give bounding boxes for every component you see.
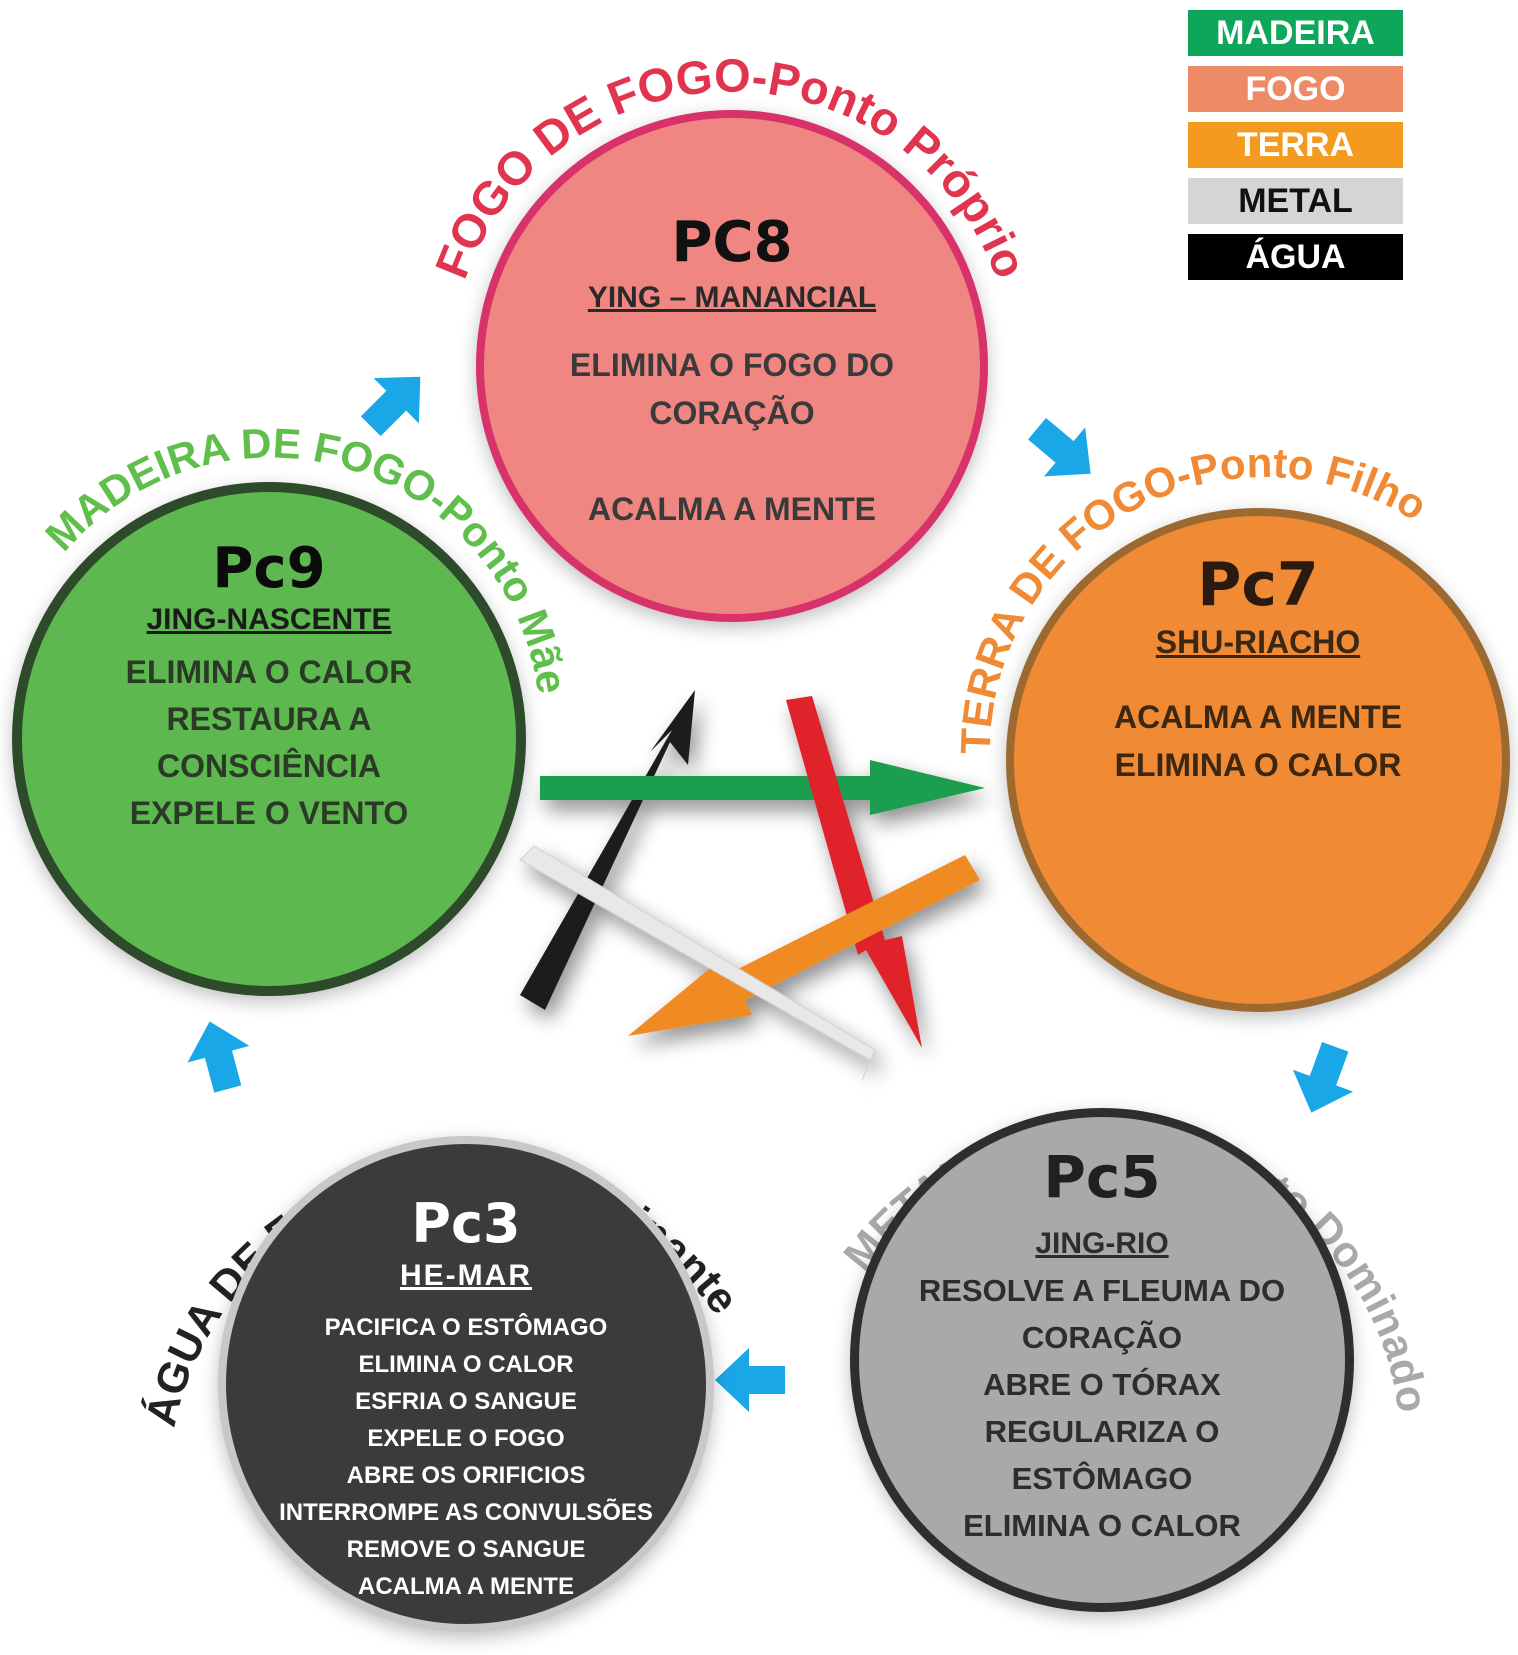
node-pc9: Pc9 JING-NASCENTE ELIMINA O CALOR RESTAU…: [12, 482, 526, 996]
star-arrow-red: [786, 696, 922, 1048]
node-line: ABRE OS ORIFICIOS: [346, 1462, 586, 1489]
node-line: ESFRIA O SANGUE: [355, 1388, 577, 1415]
node-line: ELIMINA O CALOR: [125, 654, 413, 690]
star-arrow-green: [540, 760, 985, 815]
node-line: ACALMA A MENTE: [1114, 699, 1402, 735]
legend-terra: TERRA: [1188, 122, 1403, 168]
node-code: Pc9: [212, 536, 326, 601]
five-element-star: [519, 690, 985, 1081]
node-line: ELIMINA O CALOR: [963, 1508, 1241, 1543]
node-line: EXPELE O VENTO: [129, 795, 409, 831]
star-arrow-white: [519, 845, 876, 1081]
cycle-arrow-pc5-to-pc3: [715, 1348, 785, 1412]
node-pc5: Pc5 JING-RIO RESOLVE A FLEUMA DO CORAÇÃO…: [850, 1108, 1354, 1612]
node-line: [484, 437, 980, 485]
node-line: ELIMINA O CALOR: [358, 1351, 574, 1378]
cycle-arrow-pc8-to-pc7: [1028, 417, 1091, 477]
node-subtitle: YING – MANANCIAL: [587, 281, 877, 314]
node-line: CORAÇÃO: [1021, 1320, 1183, 1355]
node-code: Pc7: [1197, 550, 1319, 620]
node-line: REMOVE O SANGUE: [346, 1536, 586, 1563]
node-subtitle: HE-MAR: [400, 1259, 532, 1292]
node-line: CORAÇÃO: [649, 395, 815, 431]
node-subtitle: JING-RIO: [1035, 1227, 1169, 1260]
node-pc3: Pc3 HE-MAR PACIFICA O ESTÔMAGO ELIMINA O…: [218, 1136, 714, 1632]
color-legend: MADEIRA FOGO TERRA METAL ÁGUA: [1188, 10, 1403, 290]
node-subtitle: JING-NASCENTE: [146, 603, 392, 636]
cycle-arrow-pc9-to-pc8: [360, 376, 421, 437]
node-line: ESTÔMAGO: [1011, 1461, 1193, 1496]
cycle-arrow-pc3-to-pc9: [187, 1021, 250, 1093]
node-line: PACIFICA O ESTÔMAGO: [324, 1314, 608, 1341]
star-arrow-black: [520, 690, 695, 1010]
legend-metal: METAL: [1188, 178, 1403, 224]
legend-agua: ÁGUA: [1188, 234, 1403, 280]
node-line: REGULARIZA O: [984, 1414, 1220, 1449]
node-line: CONSCIÊNCIA: [156, 748, 381, 784]
node-line: EXPELE O FOGO: [367, 1425, 565, 1452]
node-code: PC8: [671, 210, 793, 275]
star-arrow-orange: [628, 855, 980, 1036]
node-code: Pc3: [411, 1192, 521, 1255]
node-line: INTERROMPE AS CONVULSÕES: [279, 1499, 653, 1526]
node-pc8: PC8 YING – MANANCIAL ELIMINA O FOGO DO C…: [476, 110, 988, 622]
cycle-arrow-pc7-to-pc5: [1292, 1042, 1354, 1113]
node-line: ABRE O TÓRAX: [983, 1367, 1221, 1402]
node-pc7: Pc7 SHU-RIACHO ACALMA A MENTE ELIMINA O …: [1006, 508, 1510, 1012]
node-line: ELIMINA O FOGO DO: [569, 347, 895, 383]
node-line: ELIMINA O CALOR: [1114, 747, 1402, 783]
node-line: RESOLVE A FLEUMA DO: [918, 1273, 1286, 1308]
node-line: ACALMA A MENTE: [588, 491, 876, 527]
legend-fogo: FOGO: [1188, 66, 1403, 112]
node-line: ACALMA A MENTE: [358, 1573, 574, 1600]
legend-madeira: MADEIRA: [1188, 10, 1403, 56]
node-subtitle: SHU-RIACHO: [1155, 624, 1361, 660]
node-code: Pc5: [1043, 1143, 1161, 1211]
node-line: RESTAURA A: [166, 701, 372, 737]
